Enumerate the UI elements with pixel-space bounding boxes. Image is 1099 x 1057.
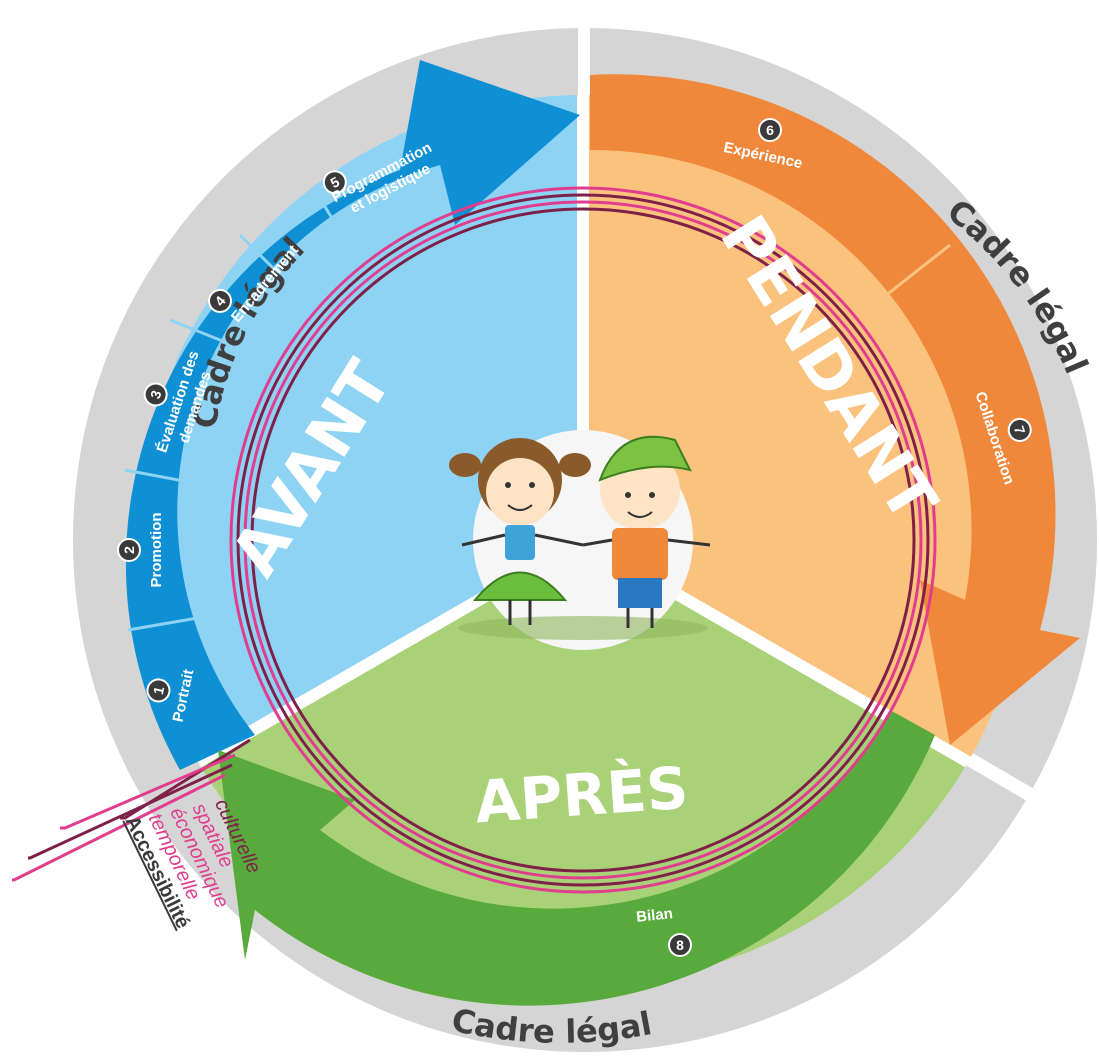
step-7-badge: [1007, 417, 1032, 442]
boy-figure: [582, 435, 711, 628]
step-1-number: 1: [150, 685, 167, 696]
step-8-label: Bilan: [635, 905, 673, 926]
step-6-number: 6: [766, 122, 774, 138]
phase-apres-label: APRÈS: [473, 753, 691, 837]
step-2-label: Promotion: [148, 513, 165, 588]
step-4-badge: [208, 288, 233, 313]
step-1-badge: [146, 678, 171, 703]
apres-steps-band: [218, 710, 935, 1006]
step-2-badge: [117, 538, 141, 562]
step-8-number: 8: [676, 937, 684, 953]
step-8-badge: [668, 933, 692, 957]
accessibility-lines: [12, 186, 937, 894]
step-8: Bilan 8: [635, 905, 692, 957]
step-5-badge: [322, 170, 347, 195]
step-6-badge: [758, 118, 782, 142]
step-3-badge: [143, 382, 168, 407]
step-2: 2 Promotion: [117, 513, 165, 588]
girl-figure: [449, 438, 591, 625]
avant-steps-band: [124, 60, 580, 770]
pendant-steps-band: [590, 74, 1080, 745]
children-illustration: [449, 435, 711, 640]
step-2-number: 2: [121, 546, 137, 554]
